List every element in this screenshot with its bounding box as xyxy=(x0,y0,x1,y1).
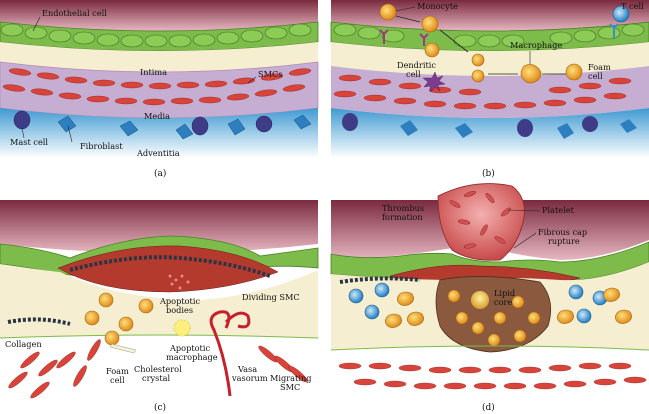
leader-smcs xyxy=(247,76,257,84)
label-fibrous-cap-1: Fibrous cap xyxy=(538,227,587,237)
collagen-d xyxy=(339,276,421,284)
label-fibrous-cap-2: rupture xyxy=(548,236,580,246)
foam-cell-b xyxy=(565,63,583,81)
panel-c-caption: (c) xyxy=(154,402,166,413)
label-foam-1: Foam xyxy=(588,62,611,72)
label-apoptotic-macrophage-2: macrophage xyxy=(166,352,218,362)
label-foam-2: cell xyxy=(588,71,603,81)
label-lipid-1: Lipid xyxy=(494,288,515,298)
smc-cells-d xyxy=(338,362,647,390)
macrophage-in-transit xyxy=(471,69,485,83)
fibrous-cap-c xyxy=(57,245,279,293)
panel-d-caption: (d) xyxy=(482,402,495,413)
leader-monocyte xyxy=(395,6,416,12)
label-thrombus-1: Thrombus xyxy=(382,203,424,213)
label-dividing-smc: Dividing SMC xyxy=(242,292,300,302)
mast-cells xyxy=(13,110,273,136)
label-cholesterol-2: crystal xyxy=(142,373,170,383)
label-vasa-2: vasorum xyxy=(231,373,268,383)
fibroblasts xyxy=(57,114,312,140)
label-apoptotic-macrophage-1: Apoptotic xyxy=(169,343,210,353)
label-vasa-1: Vasa xyxy=(237,364,257,374)
thrombus-platelets xyxy=(449,190,512,249)
vessel-lumen-top xyxy=(0,0,318,31)
intima-c xyxy=(0,264,318,338)
monocyte-2 xyxy=(421,15,439,33)
label-foam-1: Foam xyxy=(106,366,129,376)
intima-layer xyxy=(0,42,318,72)
t-cell xyxy=(609,5,630,38)
smc-cells xyxy=(2,68,312,106)
internal-elastic-c xyxy=(0,334,319,339)
label-lipid-2: core xyxy=(494,297,512,307)
leader-fibroblast xyxy=(67,125,73,143)
arrow-monocyte-1 xyxy=(395,15,421,23)
label-intima: Intima xyxy=(140,67,167,77)
label-media: Media xyxy=(144,111,170,121)
label-monocyte: Monocyte xyxy=(417,1,458,11)
apoptotic-macrophage xyxy=(173,319,191,337)
adhesion-receptor-2 xyxy=(419,33,429,46)
foam-cells-d xyxy=(447,289,541,347)
vessel-lumen-top-c xyxy=(0,200,318,253)
panel-b: Monocyte Macrophage T cell Dendritic cel… xyxy=(330,0,649,179)
collagen-c xyxy=(69,255,271,278)
mast-cells-b xyxy=(342,113,598,137)
apoptotic-bodies xyxy=(168,274,190,290)
fibroblasts-b xyxy=(400,119,637,139)
leader-endothelial xyxy=(32,16,41,32)
adventitia-layer-b xyxy=(331,108,649,158)
label-fibroblast: Fibroblast xyxy=(80,141,123,151)
panel-d: Platelet Thrombus formation Fibrous cap … xyxy=(330,183,649,413)
panel-b-caption: (b) xyxy=(482,168,495,179)
foam-cells-c xyxy=(84,292,154,346)
label-collagen: Collagen xyxy=(5,339,42,349)
panel-a-caption: (a) xyxy=(154,168,166,179)
panel-c: Apoptotic bodies Dividing SMC Collagen A… xyxy=(0,200,319,413)
label-dendritic-2: cell xyxy=(406,69,421,79)
cholesterol-crystal xyxy=(109,343,137,354)
dendritic-cell xyxy=(422,71,446,93)
endothelial-cells xyxy=(0,23,312,48)
label-macrophage: Macrophage xyxy=(510,40,562,50)
label-dendritic-1: Dendritic xyxy=(397,60,436,70)
adhesion-receptor xyxy=(379,29,389,44)
lipid-core-center xyxy=(471,291,489,309)
smc-cells-b xyxy=(333,74,632,110)
media-c xyxy=(0,335,318,402)
label-platelet: Platelet xyxy=(542,205,575,215)
label-migrating-1: Migrating xyxy=(270,373,311,383)
macrophage-cell xyxy=(520,64,542,84)
media-line-d xyxy=(330,345,649,351)
arrow-monocyte-2 xyxy=(439,29,469,53)
monocyte-cells xyxy=(379,3,485,67)
label-apoptotic-bodies-2: bodies xyxy=(166,305,193,315)
thrombus xyxy=(437,183,525,261)
migrating-smc-c xyxy=(8,339,308,399)
macrophages-d xyxy=(385,287,632,328)
monocyte-3 xyxy=(424,42,440,58)
collagen-fiber xyxy=(7,317,71,326)
label-adventitia: Adventitia xyxy=(136,148,180,158)
monocyte-1 xyxy=(379,3,397,21)
media-layer-b xyxy=(331,66,649,118)
label-thrombus-2: formation xyxy=(382,212,423,222)
leader-mast xyxy=(21,127,25,139)
label-mast-cell: Mast cell xyxy=(10,137,48,147)
label-migrating-2: SMC xyxy=(280,382,300,392)
label-smcs: SMCs xyxy=(258,69,282,79)
label-foam-2: cell xyxy=(110,375,125,385)
panel-a: Endothelial cell Intima SMCs Media Mast … xyxy=(0,0,319,179)
t-cells-d xyxy=(348,282,608,324)
vasa-vasorum xyxy=(209,310,251,397)
label-endothelial-cell: Endothelial cell xyxy=(42,8,107,18)
label-t-cell: T cell xyxy=(621,1,644,11)
label-cholesterol-1: Cholesterol xyxy=(134,364,182,374)
leader-platelet xyxy=(507,209,541,212)
leader-fibrous-cap xyxy=(513,232,537,249)
label-apoptotic-bodies-1: Apoptotic xyxy=(159,296,200,306)
monocyte-4 xyxy=(471,53,485,67)
